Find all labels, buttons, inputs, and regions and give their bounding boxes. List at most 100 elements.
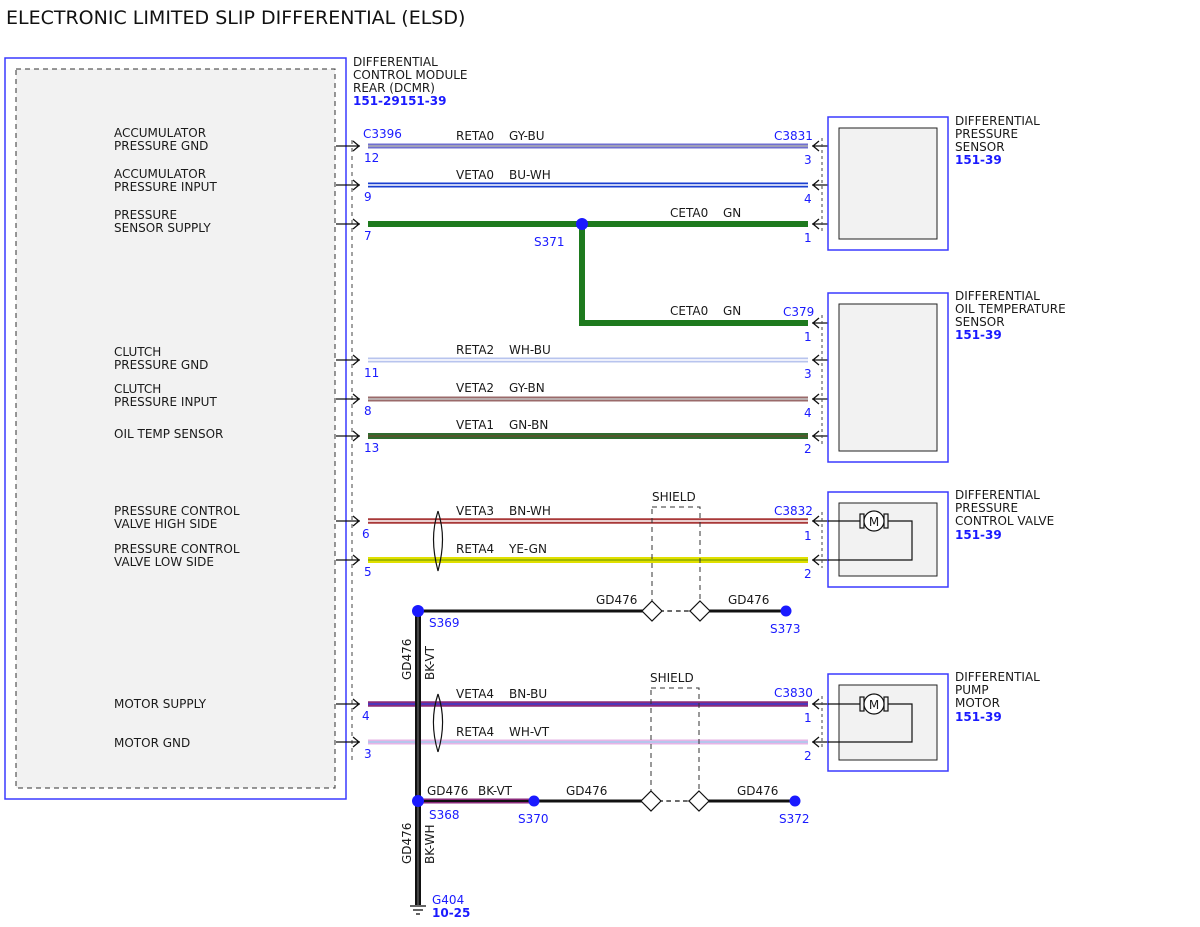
connector-c379: C379 bbox=[783, 305, 814, 319]
splice-s373 bbox=[780, 605, 792, 617]
wire-color: GN bbox=[723, 206, 741, 220]
left-pin-numbers: 12 9 7 11 8 13 6 5 4 3 bbox=[362, 151, 379, 761]
svg-text:MOTOR: MOTOR bbox=[955, 696, 1000, 710]
motor-symbol: M bbox=[869, 515, 879, 529]
wire-color: WH-VT bbox=[509, 725, 550, 739]
motor-symbol: M bbox=[869, 698, 879, 712]
wire-label: GD476 bbox=[400, 823, 414, 864]
svg-text:PUMP: PUMP bbox=[955, 683, 989, 697]
svg-text:1: 1 bbox=[804, 529, 812, 543]
wire-label: VETA0 bbox=[456, 168, 494, 182]
right-pin-numbers: 3 4 1 1 3 4 2 1 2 1 2 bbox=[804, 153, 812, 763]
splice-label-s370: S370 bbox=[518, 812, 549, 826]
page-title: ELECTRONIC LIMITED SLIP DIFFERENTIAL (EL… bbox=[6, 7, 465, 29]
wire-label: GD476 bbox=[566, 784, 607, 798]
svg-text:DIFFERENTIAL: DIFFERENTIAL bbox=[955, 670, 1040, 684]
svg-text:SENSOR SUPPLY: SENSOR SUPPLY bbox=[114, 221, 211, 235]
wire-label: GD476 bbox=[427, 784, 468, 798]
svg-text:MOTOR SUPPLY: MOTOR SUPPLY bbox=[114, 697, 207, 711]
svg-text:CONTROL VALVE: CONTROL VALVE bbox=[955, 514, 1054, 528]
svg-text:PRESSURE INPUT: PRESSURE INPUT bbox=[114, 180, 217, 194]
left-terminals bbox=[336, 140, 361, 748]
splice-label-s368: S368 bbox=[429, 808, 460, 822]
twisted-pair-icon bbox=[432, 693, 444, 753]
svg-text:MOTOR GND: MOTOR GND bbox=[114, 736, 190, 750]
svg-text:7: 7 bbox=[364, 229, 372, 243]
pump-motor-label: DIFFERENTIAL PUMP MOTOR 151-39 bbox=[955, 670, 1040, 724]
svg-text:1: 1 bbox=[804, 711, 812, 725]
svg-text:2: 2 bbox=[804, 749, 812, 763]
shield-label: SHIELD bbox=[652, 490, 696, 504]
svg-text:1: 1 bbox=[804, 231, 812, 245]
pressure-sensor-ref-link: 151-39 bbox=[955, 153, 1002, 167]
svg-text:13: 13 bbox=[364, 441, 379, 455]
shield-termination-icon bbox=[641, 600, 663, 622]
svg-text:8: 8 bbox=[364, 404, 372, 418]
oil-temp-sensor-label: DIFFERENTIAL OIL TEMPERATURE SENSOR 151-… bbox=[955, 289, 1066, 342]
svg-text:PRESSURE: PRESSURE bbox=[955, 501, 1018, 515]
shield-termination-icon bbox=[689, 600, 711, 622]
wire-label: RETA2 bbox=[456, 343, 494, 357]
wire-label: VETA2 bbox=[456, 381, 494, 395]
wire-label: RETA4 bbox=[456, 542, 494, 556]
splice-s371 bbox=[576, 218, 588, 230]
svg-text:4: 4 bbox=[362, 709, 370, 723]
svg-text:3: 3 bbox=[364, 747, 372, 761]
pressure-sensor-body bbox=[838, 127, 938, 240]
svg-text:3: 3 bbox=[804, 153, 812, 167]
pressure-control-valve-ref-link: 151-39 bbox=[955, 528, 1002, 542]
connector-c3831: C3831 bbox=[774, 129, 813, 143]
oil-temp-sensor-ref-link: 151-39 bbox=[955, 328, 1002, 342]
svg-text:VALVE LOW SIDE: VALVE LOW SIDE bbox=[114, 555, 214, 569]
splice-label-s369: S369 bbox=[429, 616, 460, 630]
wire-label: CETA0 bbox=[670, 304, 708, 318]
svg-text:PRESSURE: PRESSURE bbox=[955, 127, 1018, 141]
svg-text:CLUTCH: CLUTCH bbox=[114, 382, 161, 396]
wire-label: VETA1 bbox=[456, 418, 494, 432]
wire-label: GD476 bbox=[400, 639, 414, 680]
svg-text:5: 5 bbox=[364, 565, 372, 579]
splice-s369 bbox=[412, 605, 424, 617]
pump-motor-ref-link: 151-39 bbox=[955, 710, 1002, 724]
connector-c3396: C3396 bbox=[363, 127, 402, 141]
svg-text:1: 1 bbox=[804, 330, 812, 344]
module-inner bbox=[15, 68, 336, 789]
splice-s370 bbox=[528, 795, 540, 807]
svg-text:9: 9 bbox=[364, 190, 372, 204]
svg-text:4: 4 bbox=[804, 406, 812, 420]
svg-text:6: 6 bbox=[362, 527, 370, 541]
svg-text:PRESSURE GND: PRESSURE GND bbox=[114, 139, 208, 153]
svg-text:PRESSURE: PRESSURE bbox=[114, 208, 177, 222]
svg-text:PRESSURE CONTROL: PRESSURE CONTROL bbox=[114, 542, 240, 556]
pressure-control-valve-label: DIFFERENTIAL PRESSURE CONTROL VALVE 151-… bbox=[955, 488, 1054, 542]
svg-text:DIFFERENTIAL: DIFFERENTIAL bbox=[955, 114, 1040, 128]
wire-color: BN-WH bbox=[509, 504, 551, 518]
svg-text:PRESSURE INPUT: PRESSURE INPUT bbox=[114, 395, 217, 409]
ground-label-g404: G404 bbox=[432, 893, 464, 907]
splice-s372 bbox=[789, 795, 801, 807]
module-ref-link: 151-29151-39 bbox=[353, 94, 446, 108]
svg-text:PRESSURE GND: PRESSURE GND bbox=[114, 358, 208, 372]
wire-color: GN bbox=[723, 304, 741, 318]
svg-text:DIFFERENTIAL: DIFFERENTIAL bbox=[955, 488, 1040, 502]
pump-motor-body bbox=[838, 684, 938, 761]
wire-label: VETA4 bbox=[456, 687, 494, 701]
wire-color: GY-BN bbox=[509, 381, 545, 395]
module-pin-labels: ACCUMULATOR PRESSURE GND ACCUMULATOR PRE… bbox=[114, 126, 240, 750]
svg-text:CLUTCH: CLUTCH bbox=[114, 345, 161, 359]
splice-s368 bbox=[412, 795, 424, 807]
wire-color: GN-BN bbox=[509, 418, 548, 432]
svg-text:SENSOR: SENSOR bbox=[955, 140, 1005, 154]
wire-color: BK-VT bbox=[478, 784, 513, 798]
wire-color: BN-BU bbox=[509, 687, 547, 701]
wire-label: RETA0 bbox=[456, 129, 494, 143]
wire-label: RETA4 bbox=[456, 725, 494, 739]
ground-symbol-icon bbox=[410, 905, 426, 915]
wire-color: GY-BU bbox=[509, 129, 545, 143]
wire-label: GD476 bbox=[737, 784, 778, 798]
svg-text:DIFFERENTIAL: DIFFERENTIAL bbox=[353, 55, 438, 69]
motor-icon bbox=[863, 510, 885, 532]
svg-text:CONTROL MODULE: CONTROL MODULE bbox=[353, 68, 468, 82]
twisted-pair-icon bbox=[432, 510, 444, 572]
